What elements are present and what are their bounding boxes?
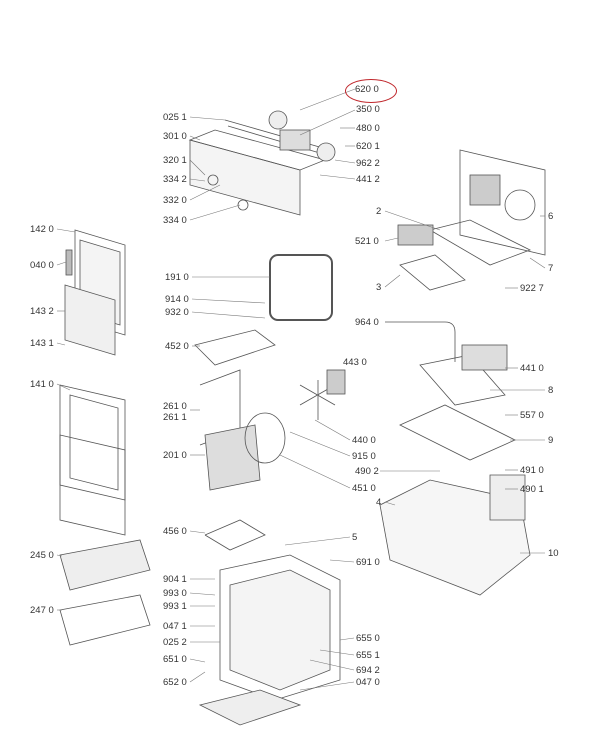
- part-label[interactable]: 143 1: [30, 338, 54, 349]
- part-label[interactable]: 191 0: [165, 272, 189, 283]
- door-parts: [59, 229, 151, 646]
- highlight-circle: [345, 79, 397, 103]
- part-label[interactable]: 452 0: [165, 341, 189, 352]
- part-label[interactable]: 245 0: [30, 550, 54, 561]
- part-label[interactable]: 443 0: [343, 357, 367, 368]
- part-label[interactable]: 620 1: [356, 141, 380, 152]
- part-label[interactable]: 490 2: [355, 466, 379, 477]
- part-label[interactable]: 490 1: [520, 484, 544, 495]
- part-label[interactable]: 480 0: [356, 123, 380, 134]
- part-label[interactable]: 261 1: [163, 412, 187, 423]
- part-label[interactable]: 914 0: [165, 294, 189, 305]
- part-label[interactable]: 4: [376, 497, 382, 508]
- part-label[interactable]: 201 0: [163, 450, 187, 461]
- part-label[interactable]: 5: [352, 532, 358, 543]
- part-label[interactable]: 025 1: [163, 112, 187, 123]
- part-label[interactable]: 655 1: [356, 650, 380, 661]
- part-label[interactable]: 334 2: [163, 174, 187, 185]
- part-label[interactable]: 247 0: [30, 605, 54, 616]
- part-label[interactable]: 320 1: [163, 155, 187, 166]
- part-label[interactable]: 922 7: [520, 283, 544, 294]
- part-label[interactable]: 141 0: [30, 379, 54, 390]
- part-label[interactable]: 7: [548, 263, 554, 274]
- part-label[interactable]: 350 0: [356, 104, 380, 115]
- part-label[interactable]: 456 0: [163, 526, 187, 537]
- part-label[interactable]: 904 1: [163, 574, 187, 585]
- cabinet-parts: [379, 149, 546, 596]
- part-label[interactable]: 2: [376, 206, 382, 217]
- control-panel-part: [188, 110, 336, 216]
- part-label[interactable]: 655 0: [356, 633, 380, 644]
- part-label[interactable]: 521 0: [355, 236, 379, 247]
- part-label[interactable]: 334 0: [163, 215, 187, 226]
- part-label[interactable]: 143 2: [30, 306, 54, 317]
- part-label[interactable]: 8: [548, 385, 554, 396]
- part-label[interactable]: 652 0: [163, 677, 187, 688]
- part-label[interactable]: 491 0: [520, 465, 544, 476]
- part-label[interactable]: 964 0: [355, 317, 379, 328]
- part-label[interactable]: 962 2: [356, 158, 380, 169]
- inner-parts: [194, 254, 346, 726]
- part-label[interactable]: 10: [548, 548, 559, 559]
- part-label[interactable]: 025 2: [163, 637, 187, 648]
- part-label[interactable]: 047 0: [356, 677, 380, 688]
- part-label[interactable]: 620 0: [355, 84, 379, 95]
- part-label[interactable]: 993 1: [163, 601, 187, 612]
- part-label[interactable]: 6: [548, 211, 554, 222]
- part-label[interactable]: 3: [376, 282, 382, 293]
- part-label[interactable]: 261 0: [163, 401, 187, 412]
- part-label[interactable]: 651 0: [163, 654, 187, 665]
- part-label[interactable]: 932 0: [165, 307, 189, 318]
- part-label[interactable]: 9: [548, 435, 554, 446]
- part-label[interactable]: 332 0: [163, 195, 187, 206]
- part-label[interactable]: 040 0: [30, 260, 54, 271]
- part-label[interactable]: 440 0: [352, 435, 376, 446]
- part-label[interactable]: 441 2: [356, 174, 380, 185]
- part-label[interactable]: 047 1: [163, 621, 187, 632]
- part-label[interactable]: 691 0: [356, 557, 380, 568]
- part-label[interactable]: 142 0: [30, 224, 54, 235]
- part-label[interactable]: 694 2: [356, 665, 380, 676]
- part-label[interactable]: 301 0: [163, 131, 187, 142]
- part-label[interactable]: 441 0: [520, 363, 544, 374]
- part-label[interactable]: 451 0: [352, 483, 376, 494]
- part-label[interactable]: 557 0: [520, 410, 544, 421]
- part-label[interactable]: 915 0: [352, 451, 376, 462]
- part-label[interactable]: 993 0: [163, 588, 187, 599]
